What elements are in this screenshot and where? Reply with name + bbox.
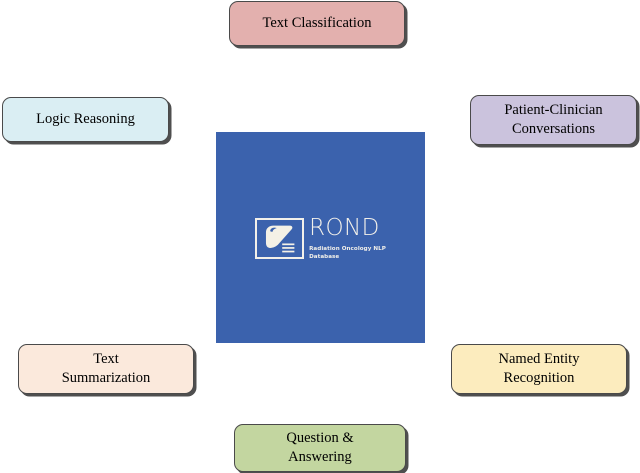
task-label-text-summarization: Text Summarization (61, 351, 151, 386)
task-box-question-answering[interactable]: Question & Answering (234, 424, 406, 472)
rond-subtitle: Radiation Oncology NLP Database (309, 246, 386, 261)
rond-title: ROND (309, 214, 380, 241)
task-box-text-classification[interactable]: Text Classification (229, 1, 405, 46)
task-label-question-answering: Question & Answering (286, 430, 354, 465)
rond-logo: ROND Radiation Oncology NLP Database (255, 214, 386, 262)
task-box-text-summarization[interactable]: Text Summarization (18, 344, 194, 394)
center-panel: ROND Radiation Oncology NLP Database (216, 132, 425, 343)
task-box-named-entity-recognition[interactable]: Named Entity Recognition (451, 344, 627, 394)
task-label-text-classification: Text Classification (262, 15, 372, 32)
task-label-logic-reasoning: Logic Reasoning (36, 111, 135, 128)
liver-document-icon-glyph (266, 225, 295, 253)
task-label-patient-clinician-conversations: Patient-Clinician Conversations (504, 102, 603, 137)
task-box-logic-reasoning[interactable]: Logic Reasoning (2, 97, 169, 142)
rond-wordmark: ROND Radiation Oncology NLP Database (309, 214, 386, 262)
liver-document-icon (255, 217, 305, 259)
task-box-patient-clinician-conversations[interactable]: Patient-Clinician Conversations (470, 95, 637, 145)
task-label-named-entity-recognition: Named Entity Recognition (498, 351, 580, 386)
